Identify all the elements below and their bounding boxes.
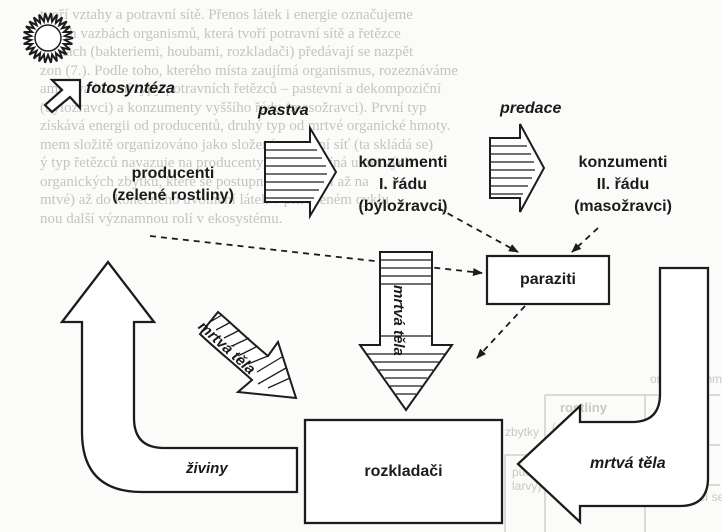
dashed-arrow-consumers2-parasites xyxy=(571,227,599,253)
dashed-arrow-consumers1-parasites xyxy=(437,207,519,253)
nutrients-arrow xyxy=(59,260,299,494)
consumers1-line1: konzumenti xyxy=(358,154,448,171)
decomposers-label: rozkladači xyxy=(364,462,443,480)
decomposers-box xyxy=(303,418,504,525)
consumers1-node: konzumenti I. řádu (býložravci) xyxy=(328,150,478,220)
photosynthesis-arrow xyxy=(43,78,82,114)
producers-node: producenti (zelené rostliny) xyxy=(88,160,258,210)
sun-disc xyxy=(34,24,62,52)
producers-line2: (zelené rostliny) xyxy=(112,187,234,204)
consumers1-line3: (býložravci) xyxy=(358,198,448,215)
grazing-label: pastva xyxy=(258,102,309,119)
predation-label: predace xyxy=(500,100,562,117)
dead-bodies-right-arrow xyxy=(516,266,710,525)
consumers2-node: konzumenti II. řádu (masožravci) xyxy=(548,150,698,220)
grazing-arrow xyxy=(264,124,338,220)
producers-line1: producenti xyxy=(131,165,215,182)
dead-bodies-left-arrow xyxy=(198,310,298,400)
nutrients-label: živiny xyxy=(186,460,228,477)
parasites-label: paraziti xyxy=(519,271,576,288)
photosynthesis-label: fotosyntéza xyxy=(86,80,175,97)
consumers2-line1: konzumenti xyxy=(578,154,668,171)
consumers1-line2: I. řádu xyxy=(378,176,427,193)
sun-icon xyxy=(22,12,74,64)
dead-bodies-middle-label: mrtvá těla xyxy=(390,285,407,356)
dead-bodies-middle-arrow xyxy=(358,251,454,412)
consumers2-line3: (masožravci) xyxy=(574,198,672,215)
predation-arrow xyxy=(489,123,546,213)
dashed-arrow-parasites-decomposers xyxy=(476,305,526,359)
consumers2-line2: II. řádu xyxy=(596,176,650,193)
parasites-box xyxy=(485,254,611,306)
dead-bodies-right-label: mrtvá těla xyxy=(590,455,666,472)
